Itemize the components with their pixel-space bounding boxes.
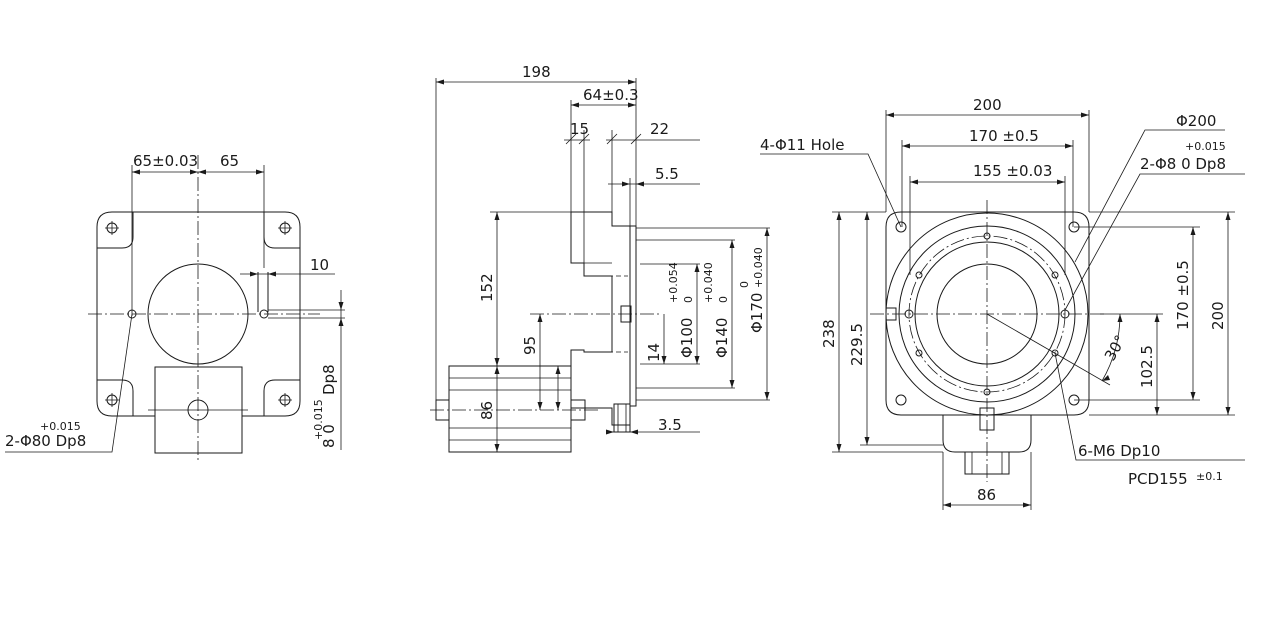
dia-170: Φ170 [748,293,766,333]
dim-155-tol: 155 ±0.03 [973,162,1052,180]
corner-pocket-bl [97,379,134,416]
side-connector [613,403,631,433]
dim-22: 22 [650,120,669,138]
dia-140-tol2: 0 [717,296,730,303]
hole-label-tol: +0.015 [40,420,81,433]
dia-100-tol2: 0 [682,296,695,303]
dim-238: 238 [820,319,838,348]
dim-229-5: 229.5 [848,323,866,366]
dia-100: Φ100 [678,318,696,358]
side-housing [570,211,631,426]
corner-pocket-tr [263,212,300,249]
hole-label: 2-Φ80 Dp8 [5,432,86,450]
dim-170-tol: 170 ±0.5 [969,127,1039,145]
dim-170-v: 170 ±0.5 [1174,260,1192,330]
dim-65-tol: 65±0.03 [133,152,198,170]
dia-200: Φ200 [1176,112,1216,130]
m6-label: 6-M6 Dp10 [1078,442,1160,460]
m6-hole-3 [1051,349,1059,357]
corner-pocket-br [263,379,300,416]
m6-hole-5 [915,349,923,357]
pcd-tol: ±0.1 [1196,470,1223,483]
front-hole-tl [895,221,907,233]
dim-15: 15 [570,120,589,138]
dim-86-bottom: 86 [977,486,996,504]
front-pin-label: 2-Φ8 0 Dp8 [1140,155,1226,173]
dim-14: 14 [645,343,663,362]
front-view: 200 170 ±0.5 155 ±0.03 4-Φ11 Hole Φ200 +… [760,96,1245,510]
dim-152: 152 [478,273,496,302]
dim-200-v: 200 [1209,301,1227,330]
dia-100-tol: +0.054 [667,262,680,303]
left-view: 65±0.03 65 10 +0.015 2-Φ80 Dp8 Dp8 +0.01… [5,152,345,460]
side-view: 198 64±0.3 15 22 5.5 152 86 95 [430,63,770,453]
front-square-flange [885,211,1090,416]
m6-hole-6 [915,271,923,279]
pin-tol: +0.015 [312,399,325,440]
dia-170-tol: +0.040 [752,247,765,288]
dim-86: 86 [478,401,496,420]
pin-dia: 8 0 [320,424,338,448]
dim-198: 198 [522,63,551,81]
dia-140-tol: +0.040 [702,262,715,303]
front-pin-tol: +0.015 [1185,140,1226,153]
corner-pocket-tl [97,212,134,249]
dim-65: 65 [220,152,239,170]
front-hole-bl [895,394,907,406]
angle-30: 30° [1101,332,1130,364]
dim-3-5: 3.5 [658,416,682,434]
dim-200-top: 200 [973,96,1002,114]
hole-4-label: 4-Φ11 Hole [760,136,844,154]
pin-dp: Dp8 [320,364,338,395]
pcd-label: PCD155 [1128,470,1188,488]
side-flange-plate [629,225,637,407]
dim-64: 64±0.3 [583,86,639,104]
dia-140: Φ140 [713,318,731,358]
dim-102-5: 102.5 [1138,345,1156,388]
m6-hole-2 [1051,271,1059,279]
dim-95: 95 [521,336,539,355]
dia-170-tol2: 0 [738,281,751,288]
dim-5-5: 5.5 [655,165,679,183]
dim-10: 10 [310,256,329,274]
side-motor [448,365,572,453]
